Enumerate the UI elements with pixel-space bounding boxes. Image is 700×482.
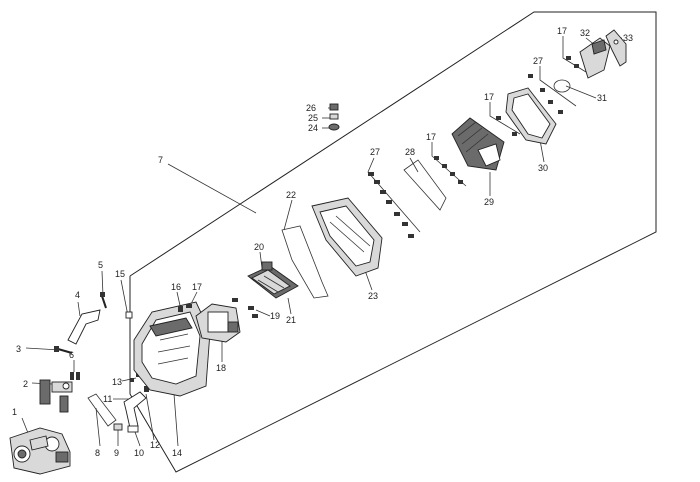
screws-6: [70, 372, 80, 380]
label-15: 15: [115, 269, 125, 279]
gasket-8: [87, 393, 117, 427]
throttle-body: [9, 427, 71, 475]
injector: [39, 379, 73, 413]
label-33: 33: [623, 33, 633, 43]
label-1: 1: [12, 407, 17, 417]
label-19: 19: [270, 311, 280, 321]
assembly-frame: [129, 11, 657, 473]
hose: [67, 309, 101, 345]
label-6: 6: [69, 350, 74, 360]
label-26: 26: [306, 103, 316, 113]
screws-27: [368, 172, 414, 238]
bracket: [605, 29, 627, 67]
label-9: 9: [114, 448, 119, 458]
label-17b: 17: [426, 132, 436, 142]
label-3: 3: [16, 344, 21, 354]
label-29: 29: [484, 197, 494, 207]
label-32: 32: [580, 28, 590, 38]
screws-19: [232, 298, 258, 318]
label-12: 12: [150, 440, 160, 450]
label-4: 4: [75, 290, 80, 300]
screws-16-17: [178, 304, 192, 312]
label-16: 16: [171, 282, 181, 292]
label-24: 24: [308, 123, 318, 133]
airbox-lower: [133, 301, 211, 397]
label-7: 7: [158, 155, 163, 165]
label-11: 11: [103, 394, 112, 404]
bolt-5: [100, 292, 107, 309]
gasket-28: [403, 159, 447, 211]
clip-9: [113, 423, 123, 431]
label-10: 10: [134, 448, 144, 458]
snorkel: [579, 37, 611, 79]
label-27b: 27: [533, 56, 543, 66]
label-20: 20: [254, 242, 264, 252]
label-22: 22: [286, 190, 296, 200]
part-labels: 1 2 3 4 5 6 7 8 9 10 11 12 13 14 15 16 1…: [12, 26, 633, 458]
label-30: 30: [538, 163, 548, 173]
sensor-module: [195, 303, 241, 343]
gasket-22: [281, 225, 329, 299]
label-31: 31: [597, 93, 607, 103]
label-8: 8: [95, 448, 100, 458]
bent-tube: [123, 391, 147, 433]
label-21: 21: [286, 315, 296, 325]
label-13: 13: [112, 377, 122, 387]
screws-27-cover: [528, 74, 563, 114]
label-27a: 27: [370, 147, 380, 157]
cap-stack: [328, 103, 340, 131]
screws-17-filter: [434, 156, 463, 184]
bolt-3: [54, 346, 73, 354]
label-14: 14: [172, 448, 182, 458]
label-25: 25: [308, 113, 318, 123]
airbox-middle: [311, 197, 383, 277]
airbox-cover: [505, 87, 557, 145]
label-2: 2: [23, 379, 28, 389]
label-17a: 17: [192, 282, 202, 292]
reed-valve: [247, 261, 299, 299]
air-filter: [451, 117, 505, 171]
label-17c: 17: [484, 92, 494, 102]
o-ring: [553, 79, 571, 93]
screws-17-snorkel: [566, 56, 579, 68]
screws-17-cover: [496, 116, 517, 136]
label-23: 23: [368, 291, 378, 301]
label-28: 28: [405, 147, 415, 157]
label-18: 18: [216, 363, 226, 373]
label-17d: 17: [557, 26, 567, 36]
label-5: 5: [98, 260, 103, 270]
